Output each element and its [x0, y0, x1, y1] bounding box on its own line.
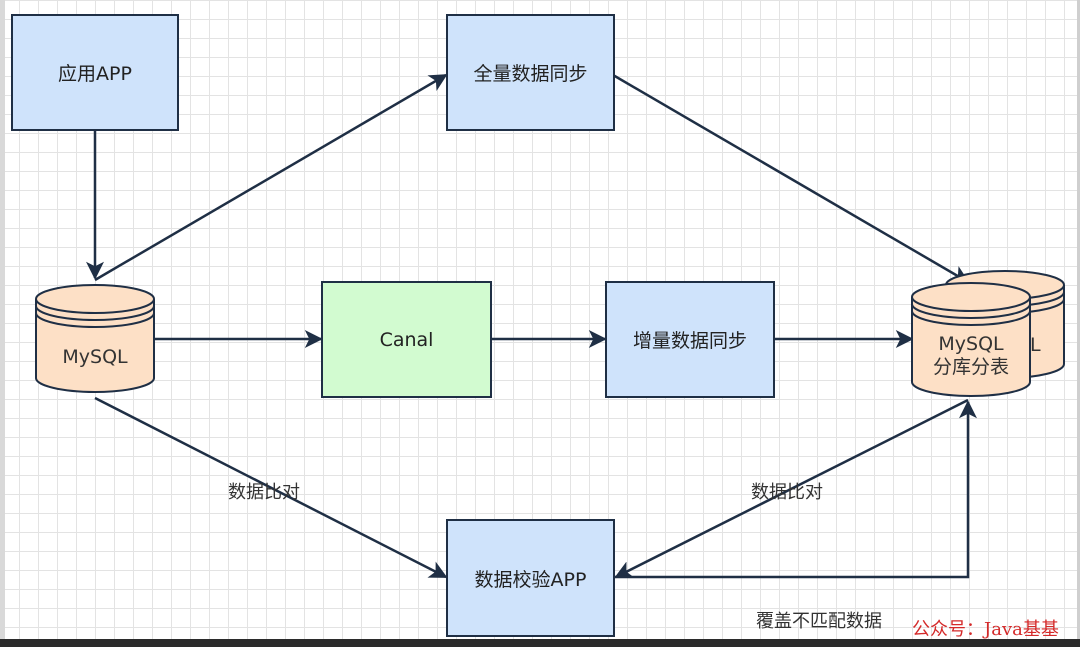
node-verify-app: 数据校验APP	[446, 519, 615, 637]
node-mysql-source-label: MySQL	[62, 346, 128, 368]
node-mysql-back-fragment: L	[1030, 334, 1041, 356]
window-frame-bottom	[0, 639, 1080, 647]
window-frame-right	[1077, 0, 1080, 647]
node-full-sync-label: 全量数据同步	[473, 63, 588, 85]
mysql-sharded-front-cylinder	[911, 282, 1031, 397]
edge-label-overwrite: 覆盖不匹配数据	[756, 611, 882, 632]
edge-mysql-to-full-sync	[94, 73, 448, 282]
node-mysql-sharded-line2: 分库分表	[932, 355, 1009, 378]
node-incremental-sync-label: 增量数据同步	[632, 330, 747, 352]
node-mysql-sharded-line1: MySQL	[938, 333, 1004, 355]
watermark-text: 公众号：Java基基	[912, 619, 1059, 640]
node-mysql-sharded-label: MySQL 分库分表	[912, 333, 1030, 379]
node-verify-app-label: 数据校验APP	[474, 568, 587, 591]
node-incremental-sync: 增量数据同步	[605, 281, 775, 398]
mysql-source-cylinder	[35, 284, 155, 393]
node-canal: Canal	[321, 281, 492, 398]
node-full-sync: 全量数据同步	[446, 14, 615, 131]
edge-mysql-to-verify	[94, 396, 448, 579]
window-frame-left	[0, 0, 5, 647]
edge-label-compare-right: 数据比对	[751, 482, 823, 503]
edge-verify-overwrite-sharded	[613, 400, 977, 579]
node-app-label: 应用APP	[58, 63, 132, 85]
node-canal-label: Canal	[379, 328, 434, 351]
edge-full-sync-to-sharded	[612, 73, 970, 284]
node-app: 应用APP	[11, 14, 179, 131]
edge-label-compare-left: 数据比对	[228, 482, 300, 503]
edge-sharded-to-verify	[614, 398, 969, 579]
